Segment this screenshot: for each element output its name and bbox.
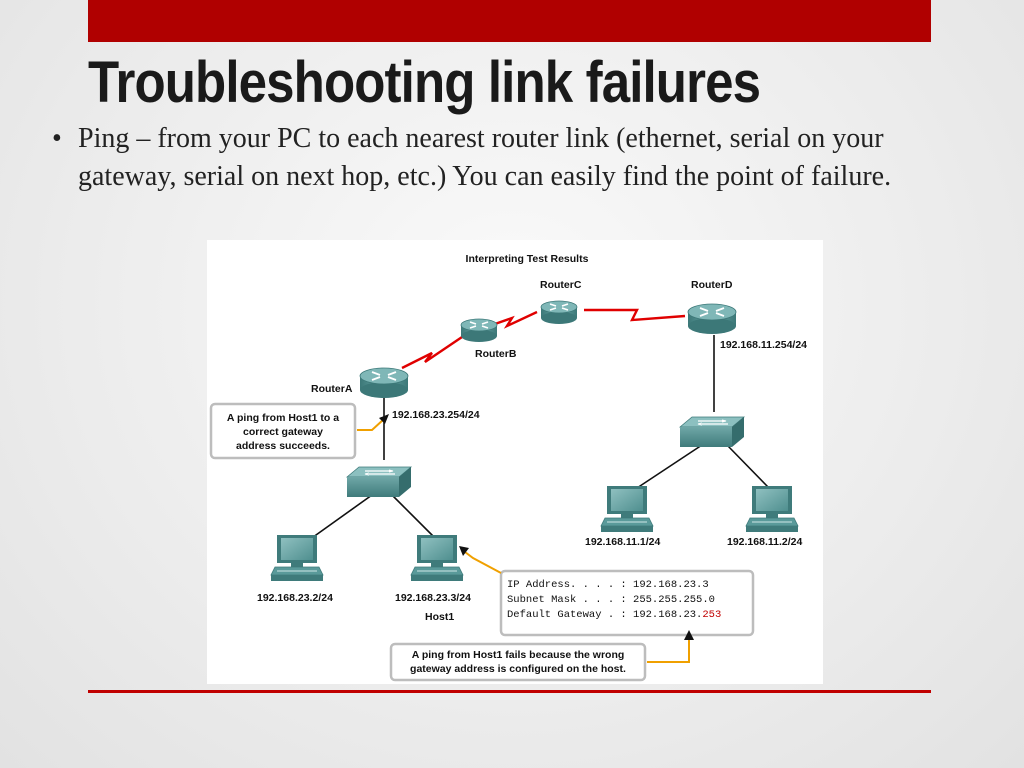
serial-link-b-c — [491, 310, 538, 329]
callout-success-line2: correct gateway — [243, 426, 323, 438]
ipconfig-mask-line: Subnet Mask . . . : 255.255.255.0 — [507, 594, 715, 606]
routerd-icon — [687, 303, 737, 335]
routera-lan-address: 192.168.23.254/24 — [392, 409, 480, 421]
switch-left-icon — [346, 466, 412, 498]
bullet-dot-icon: • — [52, 123, 62, 154]
link-switchd-pc1 — [636, 444, 703, 489]
routerc-label: RouterC — [540, 279, 582, 291]
bullet-text: Ping – from your PC to each nearest rout… — [78, 123, 892, 192]
routera-label: RouterA — [311, 383, 353, 395]
routerd-lan-address: 192.168.11.254/24 — [720, 339, 807, 351]
callout-success-box — [209, 402, 357, 460]
host1-label: Host1 — [425, 611, 454, 623]
wrong-gateway-octet: 253 — [702, 609, 721, 621]
pc-d2-address: 192.168.11.2/24 — [727, 536, 802, 548]
pc-left-address: 192.168.23.2/24 — [257, 592, 333, 604]
ipconfig-arrowhead — [459, 546, 469, 556]
callout-success-arrowhead — [379, 414, 389, 424]
ipconfig-box — [499, 569, 755, 637]
pc-left-icon — [270, 534, 324, 582]
serial-link-c-d — [584, 308, 686, 322]
callout-fail-line2: gateway address is configured on the hos… — [410, 663, 626, 675]
diagram-title: Interpreting Test Results — [466, 253, 589, 265]
callout-success-line3: address succeeds. — [236, 440, 330, 452]
ipconfig-ip-line: IP Address. . . . : 192.168.23.3 — [507, 579, 709, 591]
routera-icon — [359, 367, 409, 399]
network-diagram: Interpreting Test Results RouterA Router… — [207, 240, 823, 684]
link-switchd-pc2 — [726, 444, 770, 489]
routerb-label: RouterB — [475, 348, 517, 360]
pc-d2-icon — [745, 485, 799, 533]
callout-success-line1: A ping from Host1 to a — [227, 412, 339, 424]
pc-d1-address: 192.168.11.1/24 — [585, 536, 660, 548]
ipconfig-arrow — [464, 551, 502, 574]
callout-fail-arrow — [647, 636, 690, 663]
routerd-label: RouterD — [691, 279, 733, 291]
callout-success-arrow — [357, 419, 384, 431]
switch-right-icon — [679, 416, 745, 448]
callout-fail-line1: A ping from Host1 fails because the wron… — [412, 649, 625, 661]
bottom-rule — [88, 690, 931, 693]
callout-fail-arrowhead — [684, 630, 694, 640]
serial-link-a-b — [401, 334, 466, 370]
ipconfig-gateway-line: Default Gateway . : 192.168.23.253 — [507, 609, 721, 621]
top-accent-bar — [88, 0, 931, 42]
host1-icon — [410, 534, 464, 582]
host1-address: 192.168.23.3/24 — [395, 592, 471, 604]
routerc-icon — [540, 300, 578, 325]
slide-title: Troubleshooting link failures — [88, 50, 761, 115]
callout-fail-box — [389, 642, 647, 682]
routerb-icon — [460, 318, 498, 343]
diagram-svg: Interpreting Test Results RouterA Router… — [209, 253, 807, 682]
link-switch-host1 — [391, 494, 436, 539]
pc-d1-icon — [600, 485, 654, 533]
